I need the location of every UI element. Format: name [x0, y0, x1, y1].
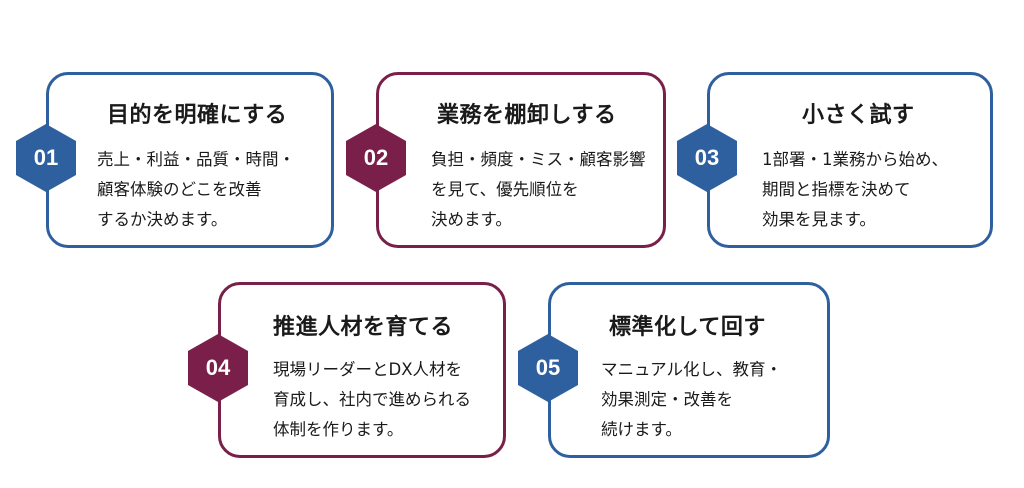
- step-card-03: 小さく試す 1部署・1業務から始め、 期間と指標を決めて 効果を見ます。: [707, 72, 993, 248]
- step-number-badge-05: 05: [518, 334, 578, 402]
- step-title: 業務を棚卸しする: [437, 103, 617, 128]
- step-title: 小さく試す: [802, 103, 915, 128]
- step-description: 売上・利益・品質・時間・ 顧客体験のどこを改善 するか決めます。: [97, 150, 295, 229]
- step-description: 現場リーダーとDX人材を 育成し、社内で進められる 体制を作ります。: [273, 360, 471, 439]
- step-title: 推進人材を育てる: [273, 315, 454, 340]
- step-title: 標準化して回す: [609, 315, 766, 340]
- step-number-badge-04: 04: [188, 334, 248, 402]
- step-card-05: 標準化して回す マニュアル化し、教育・ 効果測定・改善を 続けます。: [548, 282, 830, 458]
- step-card-02: 業務を棚卸しする 負担・頻度・ミス・顧客影響 を見て、優先順位を 決めます。: [376, 72, 666, 248]
- step-card-01: 目的を明確にする 売上・利益・品質・時間・ 顧客体験のどこを改善 するか決めます…: [46, 72, 334, 248]
- step-description: 1部署・1業務から始め、 期間と指標を決めて 効果を見ます。: [762, 150, 948, 229]
- step-description: マニュアル化し、教育・ 効果測定・改善を 続けます。: [601, 360, 783, 439]
- step-title: 目的を明確にする: [107, 103, 288, 128]
- step-description: 負担・頻度・ミス・顧客影響 を見て、優先順位を 決めます。: [431, 150, 646, 229]
- step-card-04: 推進人材を育てる 現場リーダーとDX人材を 育成し、社内で進められる 体制を作り…: [218, 282, 506, 458]
